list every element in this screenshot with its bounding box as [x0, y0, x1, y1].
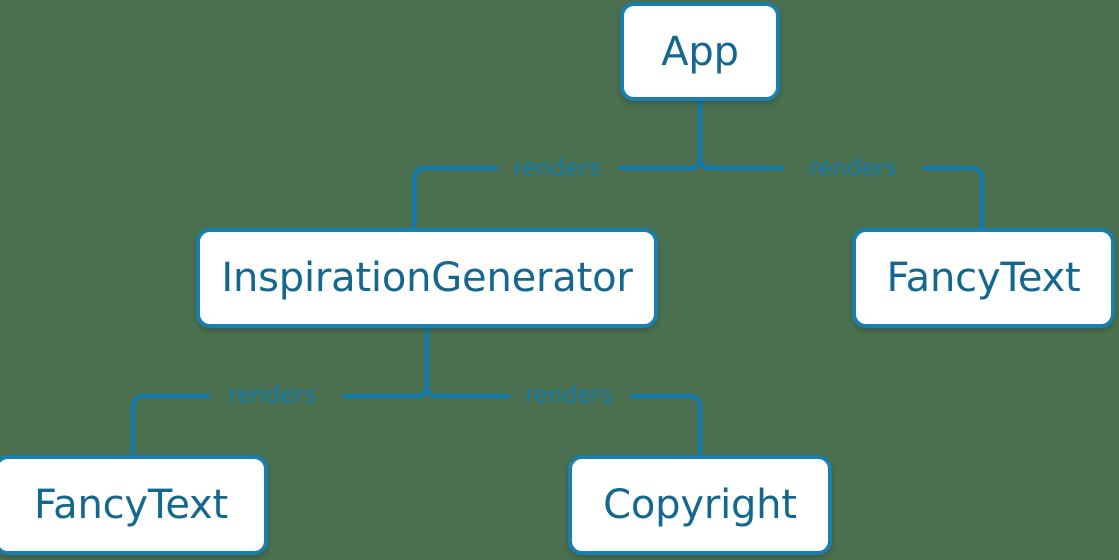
- node-fancy-text-right-label: FancyText: [886, 255, 1081, 301]
- node-copyright-label: Copyright: [603, 482, 797, 528]
- edge-app-stem-right-elbow: [697, 155, 713, 171]
- edge-label-inspiration-generator-to-copyright: renders: [525, 382, 613, 409]
- node-fancy-text-bottom-label: FancyText: [34, 482, 228, 528]
- node-app-label: App: [661, 28, 739, 75]
- edge-label-app-to-inspiration-generator: renders: [513, 155, 601, 182]
- node-inspiration-generator-label: InspirationGenerator: [221, 255, 633, 301]
- edge-label-app-to-fancy-text-right: renders: [809, 155, 897, 182]
- node-app[interactable]: App: [620, 2, 780, 101]
- edge-inspiration-generator-to-copyright-run-2: [629, 393, 703, 458]
- node-inspiration-generator[interactable]: InspirationGenerator: [196, 228, 658, 328]
- edge-label-inspiration-generator-to-fancy-text: renders: [228, 382, 316, 409]
- node-copyright[interactable]: Copyright: [568, 455, 832, 555]
- node-fancy-text-right[interactable]: FancyText: [852, 228, 1115, 328]
- edge-inspiration-generator-to-fancy-text-left-run-2: [130, 393, 211, 458]
- edge-app-to-fancy-text-right-run-2: [921, 165, 985, 231]
- edge-app-to-inspiration-generator-left-run-2: [411, 165, 499, 231]
- node-fancy-text-bottom[interactable]: FancyText: [0, 455, 268, 555]
